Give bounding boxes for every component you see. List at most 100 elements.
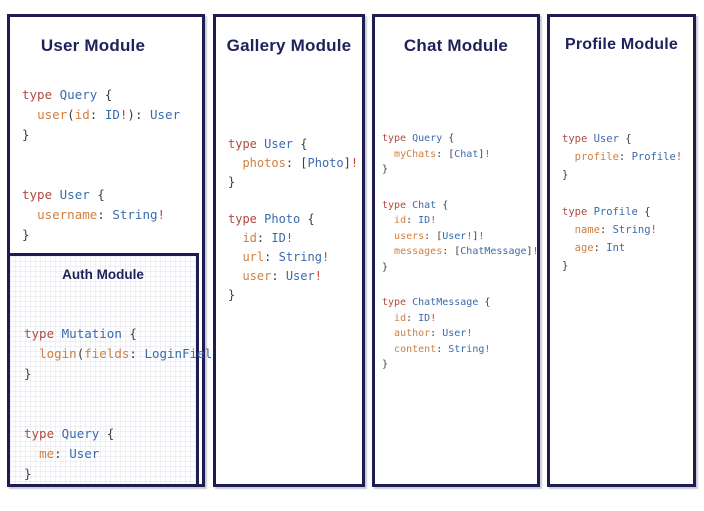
code-token: ! [466, 328, 473, 339]
code-token: Chat [454, 148, 479, 160]
code-token: User [442, 230, 467, 242]
code-token: ! [350, 156, 359, 170]
code-line: content: String! [382, 342, 535, 358]
code-line: type Query { [22, 85, 200, 105]
code-token: : [593, 242, 607, 254]
code-line: type Photo { [228, 210, 360, 229]
code-token: String [448, 343, 485, 355]
code-token: Mutation [61, 326, 130, 341]
code-token [382, 328, 394, 339]
chat-module-title: Chat Module [403, 36, 509, 55]
code-token: type [228, 212, 265, 226]
code-token: ID [271, 231, 286, 245]
code-token: ! [466, 230, 473, 242]
code-token: } [382, 164, 389, 175]
code-token: ! [430, 312, 437, 324]
code-line: } [382, 260, 535, 276]
code-line: id: ID! [382, 311, 535, 327]
user-module-code: type Query { user(id: ID!): User}type Us… [22, 85, 200, 245]
code-line: type Chat { [382, 198, 535, 214]
code-token: id [242, 231, 257, 245]
code-token: url [242, 250, 265, 264]
profile-module-code: type User { profile: Profile!}type Profi… [562, 130, 691, 275]
code-token: } [562, 169, 569, 181]
code-line: myChats: [Chat]! [382, 147, 535, 163]
code-token: } [562, 260, 569, 272]
code-token: ] [526, 246, 533, 257]
code-block: type User { photos: [Photo]!} [228, 135, 360, 192]
code-token [382, 149, 394, 160]
user-module-title: User Module [40, 36, 146, 55]
code-token: : [264, 250, 279, 264]
code-token: id [394, 215, 407, 226]
code-token: ] [472, 230, 479, 242]
code-token [228, 231, 242, 245]
code-token: id [394, 312, 407, 324]
code-token: type [228, 137, 265, 151]
code-token: { [442, 199, 449, 211]
code-line: me: User [24, 444, 194, 464]
code-token: ! [478, 230, 485, 242]
code-token: author [394, 328, 431, 339]
code-token: User [285, 269, 315, 283]
code-token: : [ [285, 156, 308, 170]
code-token: ! [484, 148, 491, 160]
code-block: type Profile { name: String! age: Int} [562, 203, 691, 275]
auth-module-panel: Auth Module type Mutation { login(fields… [7, 253, 280, 487]
code-token [382, 344, 394, 355]
profile-module-title: Profile Module [564, 36, 679, 53]
code-token: : [430, 328, 443, 339]
code-line: } [562, 166, 691, 184]
code-token: String [112, 207, 158, 222]
code-token: ! [484, 343, 491, 355]
code-token: ID [418, 312, 431, 324]
code-token: photos [242, 156, 286, 170]
code-token: Query [59, 87, 105, 102]
code-token: myChats [394, 148, 437, 160]
code-line: } [228, 173, 360, 192]
code-token: { [97, 187, 105, 202]
code-token: { [644, 206, 651, 218]
code-token: Profile [631, 151, 676, 163]
code-token: name [574, 224, 600, 236]
code-token: : [256, 231, 272, 245]
code-token [228, 156, 242, 170]
code-token: messages [394, 246, 443, 257]
code-line: messages: [ChatMessage]! [382, 244, 539, 260]
code-line: type Query { [382, 131, 535, 147]
code-token: ! [314, 269, 322, 283]
code-token: Chat [412, 199, 443, 211]
code-block: type Query { myChats: [Chat]!} [382, 131, 535, 178]
code-line: type Mutation { [24, 324, 194, 344]
code-token [382, 215, 394, 226]
code-token: User [593, 133, 626, 145]
code-block: type Photo { id: ID! url: String! user: … [228, 210, 360, 305]
code-line: } [382, 162, 535, 178]
code-token: ! [650, 224, 657, 236]
code-block: type ChatMessage { id: ID! author: User!… [382, 295, 535, 373]
code-line: } [24, 364, 194, 384]
code-token: ! [675, 151, 683, 163]
code-token: ): [127, 107, 150, 122]
code-line: age: Int [562, 239, 691, 257]
code-token: ! [285, 231, 294, 245]
gallery-module-code: type User { photos: [Photo]!} type Photo … [228, 135, 360, 305]
code-block: type Mutation { login(fields: LoginField… [24, 324, 280, 384]
code-token: { [300, 137, 308, 151]
code-line: } [562, 257, 691, 275]
code-token [228, 250, 242, 264]
gallery-module-title: Gallery Module [226, 36, 352, 55]
code-token: type [24, 426, 62, 441]
gallery-module-panel: Gallery Module type User { photos: [Phot… [213, 14, 365, 487]
code-token: { [129, 326, 137, 341]
code-token: { [625, 133, 632, 145]
code-line: name: String! [562, 221, 691, 239]
auth-module-code: type Mutation { login(fields: LoginField… [24, 324, 280, 511]
code-token: username [37, 207, 98, 222]
code-line: } [382, 357, 535, 373]
code-token [562, 224, 575, 236]
code-token: ID [418, 215, 431, 226]
code-token: } [22, 127, 30, 142]
code-line: login(fields: LoginFields): User [24, 344, 280, 364]
code-token: Int [606, 242, 626, 254]
